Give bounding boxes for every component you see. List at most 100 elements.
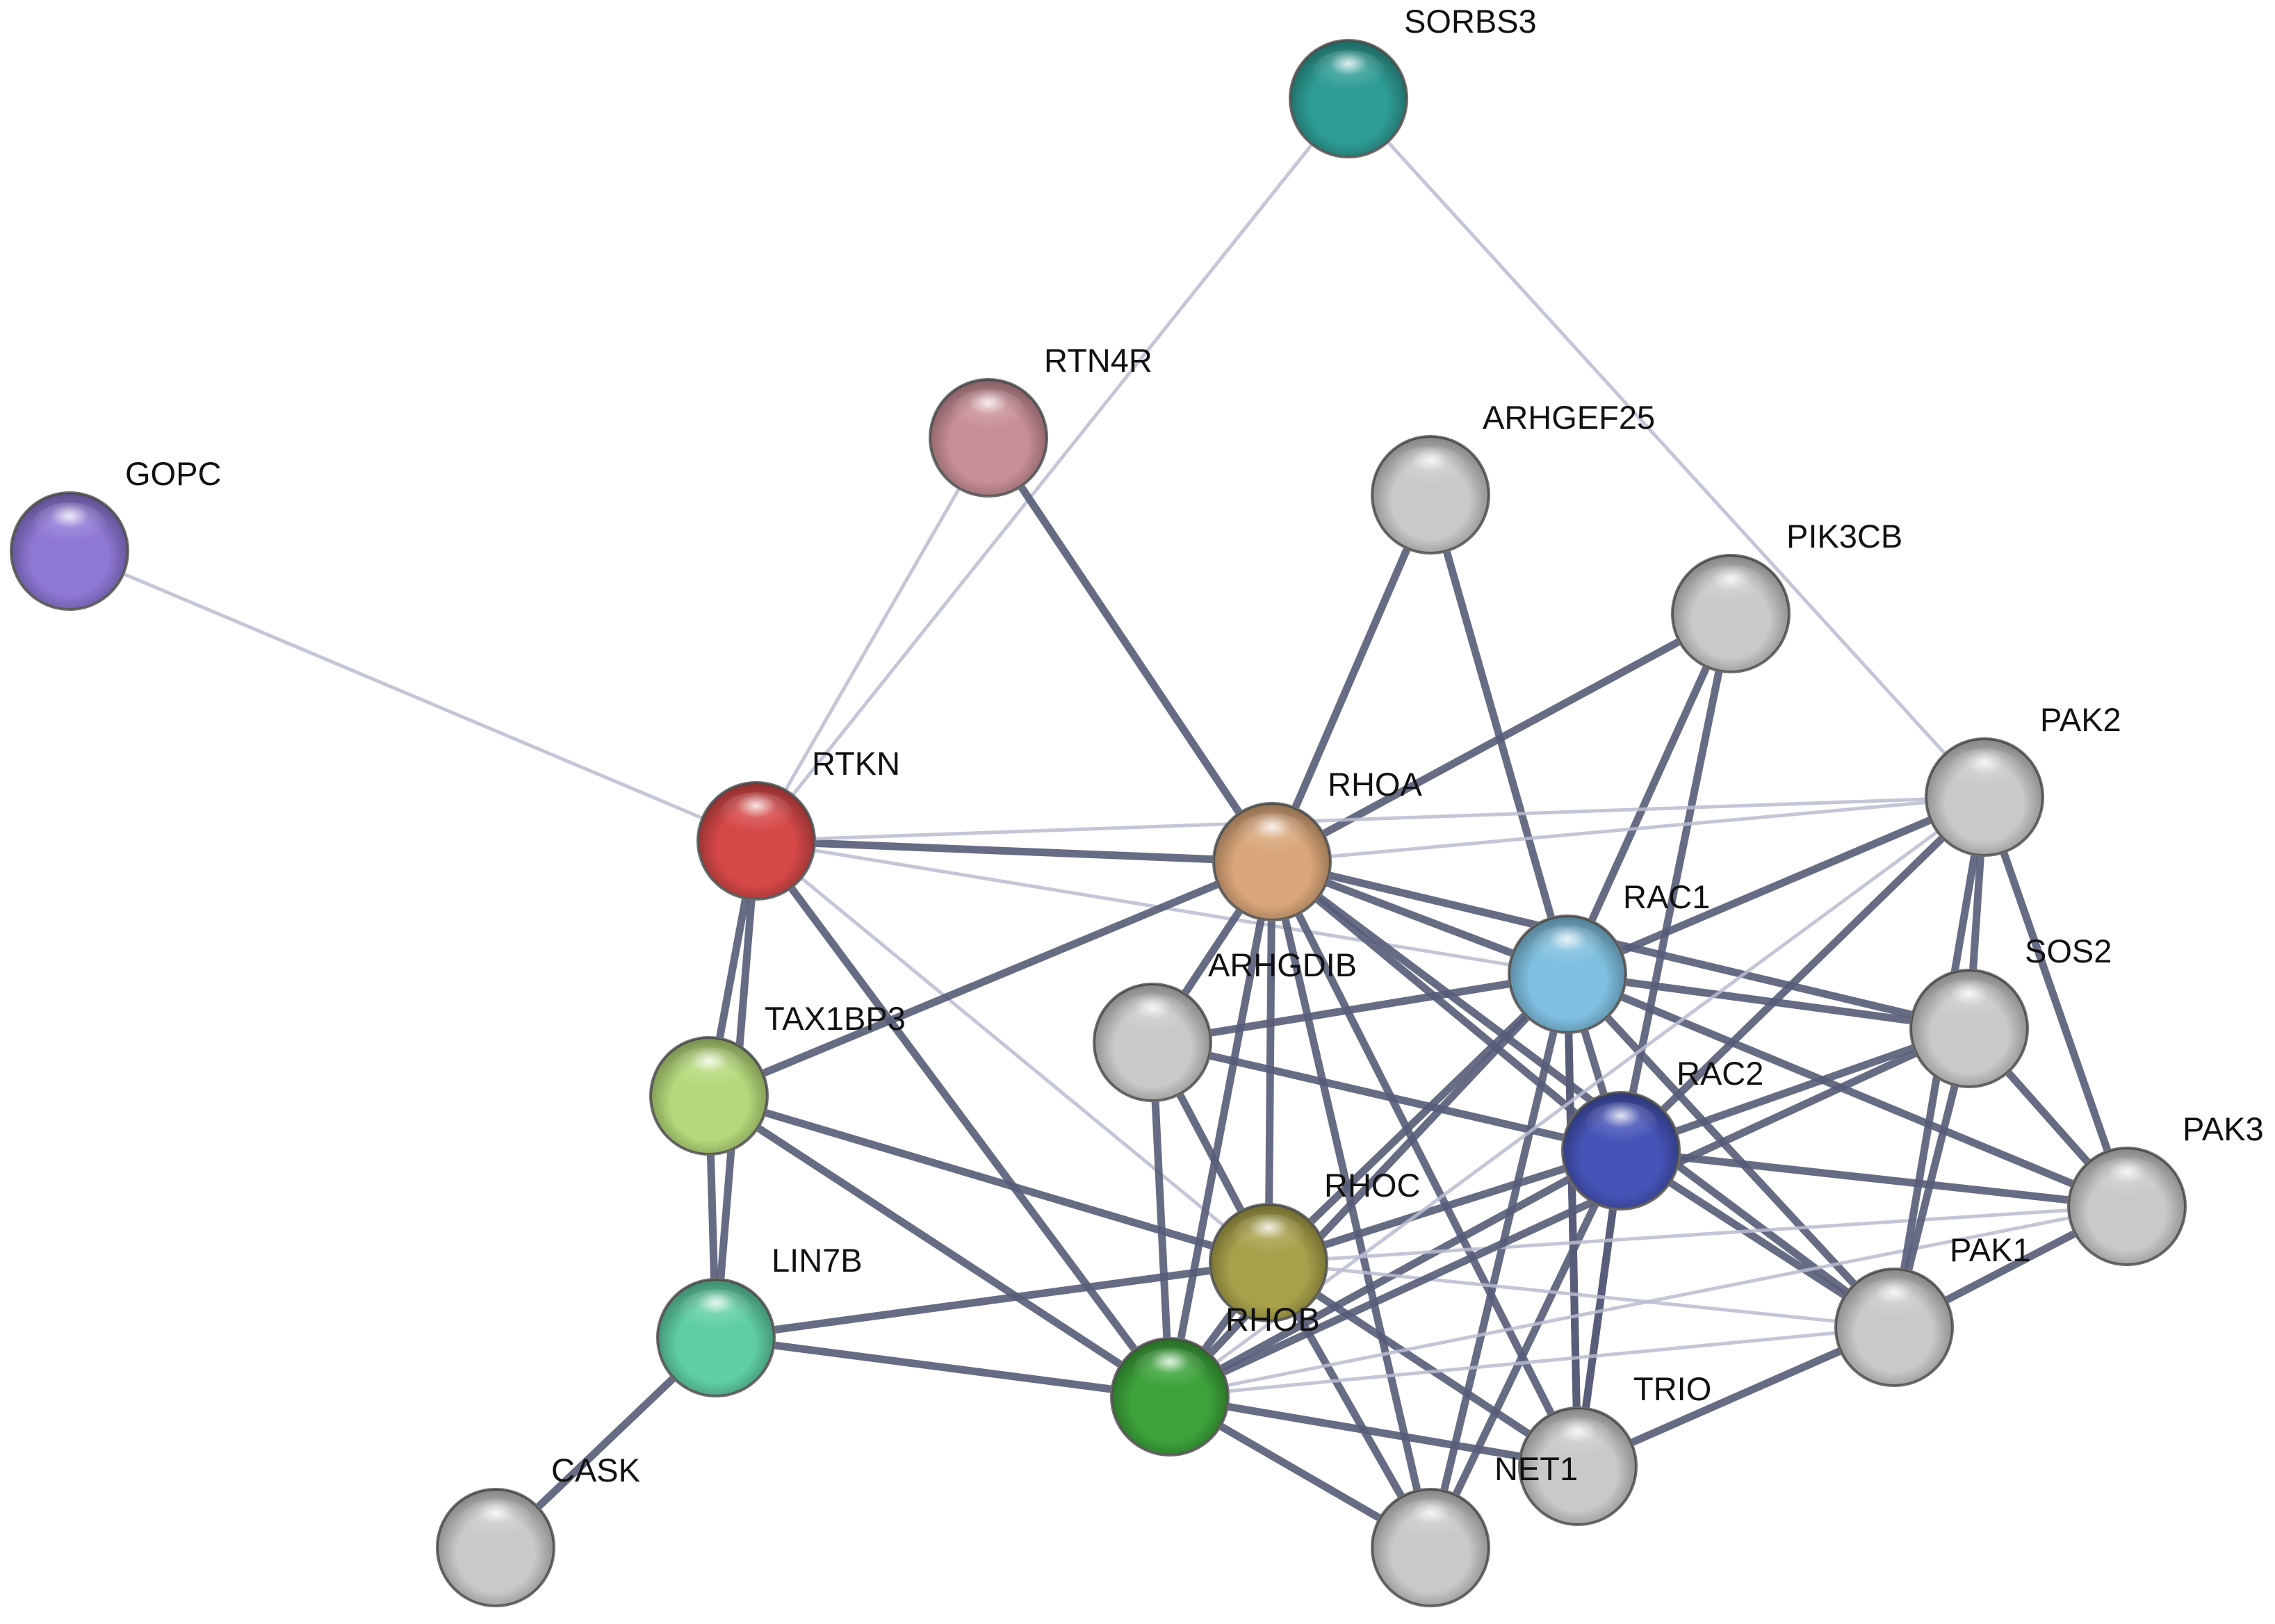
edge-gopc-rtkn	[69, 549, 757, 843]
edge-rac1-pak1	[1564, 971, 1898, 1330]
edge-rtkn-pak2	[756, 795, 1985, 843]
node-highlight	[1694, 565, 1768, 610]
edge-rhoc-net1	[1266, 1259, 1581, 1470]
node-gopc[interactable]: GOPC	[10, 455, 221, 611]
node-highlight	[1531, 926, 1604, 971]
node-label: NET1	[1494, 1450, 1578, 1487]
node-highlight	[679, 1289, 753, 1334]
edge-rac1-arhgdib	[1152, 970, 1568, 1047]
node-label: RTN4R	[1044, 342, 1152, 379]
node-cask[interactable]: CASK	[436, 1452, 640, 1607]
edge-rhoa-rhob	[1166, 860, 1276, 1398]
node-label: PIK3CB	[1786, 518, 1902, 555]
node-arhgdib[interactable]: ARHGDIB	[1093, 946, 1357, 1102]
edge-sorbs3-rtkn	[755, 97, 1350, 842]
node-highlight	[1932, 980, 2006, 1025]
node-rtn4r[interactable]: RTN4R	[929, 342, 1152, 498]
edge-pik3cb-rac1	[1563, 612, 1735, 976]
edge-sorbs3-pak2	[1347, 97, 1986, 798]
node-sos2[interactable]: SOS2	[1909, 933, 2112, 1088]
edge-rtkn-rhoa	[756, 837, 1273, 866]
edge-rtkn-rhoc	[755, 839, 1270, 1264]
edge-rhoa-net1	[1269, 860, 1581, 1468]
node-label: RTKN	[812, 745, 900, 782]
node-highlight	[1394, 1499, 1467, 1544]
node-pak3[interactable]: PAK3	[2067, 1110, 2264, 1266]
node-highlight	[33, 502, 106, 548]
node-sorbs3[interactable]: SORBS3	[1289, 3, 1537, 158]
node-trio[interactable]: TRIO	[1518, 1370, 1711, 1526]
edge-rac1-pak2	[1565, 793, 1987, 978]
node-highlight	[459, 1499, 532, 1544]
node-rac1[interactable]: RAC1	[1508, 878, 1710, 1034]
node-label: RAC1	[1623, 878, 1710, 915]
node-arhgef25[interactable]: ARHGEF25	[1371, 399, 1655, 555]
edge-rac2-pak3	[1620, 1147, 2128, 1211]
node-arhgef-bottom[interactable]	[1371, 1488, 1490, 1607]
edge-rac2-rhob	[1168, 1147, 1623, 1400]
edge-rac2-arhgdib	[1151, 1038, 1622, 1155]
edge-rhoa-pak2	[1271, 795, 1985, 864]
edge-rac1-sos2	[1567, 970, 1970, 1033]
edge-rhoa-sos2	[1271, 858, 1971, 1033]
node-pik3cb[interactable]: PIK3CB	[1671, 518, 1902, 673]
edge-tax1bp3-rhoa	[707, 858, 1274, 1100]
edge-arhgef25-rhoa	[1268, 493, 1435, 864]
node-highlight	[1541, 1418, 1615, 1463]
edge-rac2-rhoc	[1267, 1147, 1622, 1267]
node-rhoc[interactable]: RHOC	[1209, 1167, 1420, 1322]
node-highlight	[952, 389, 1025, 434]
node-rhoa[interactable]: RHOA	[1212, 766, 1422, 921]
edge-rtn4r-rtkn	[754, 436, 990, 842]
node-rtkn[interactable]: RTKN	[696, 745, 900, 901]
node-highlight	[719, 792, 793, 837]
edge-rtkn-rhob	[753, 838, 1173, 1400]
node-highlight	[1394, 446, 1467, 491]
edge-rhoc-pak3	[1268, 1204, 2128, 1265]
node-label: RAC2	[1677, 1055, 1763, 1092]
node-label: RHOA	[1328, 766, 1422, 803]
edge-lin7b-rhob	[715, 1334, 1171, 1401]
edge-pak2-pak3	[1980, 796, 2131, 1208]
node-label: ARHGEF25	[1483, 399, 1655, 436]
node-label: LIN7B	[772, 1242, 863, 1279]
edge-rhoc-pak1	[1268, 1261, 1895, 1329]
node-highlight	[1133, 1348, 1207, 1393]
node-label: TAX1BP3	[765, 1000, 906, 1037]
edge-rac1-arhgef_bottom	[1426, 973, 1572, 1549]
node-label: ARHGDIB	[1208, 946, 1357, 983]
edge-rac1-pak3	[1565, 970, 2129, 1211]
node-tax1bp3[interactable]: TAX1BP3	[649, 1000, 906, 1156]
node-highlight	[1948, 748, 2021, 794]
edge-rac2-sos2	[1620, 1024, 1971, 1155]
node-lin7b[interactable]: LIN7B	[656, 1242, 863, 1397]
node-rhob[interactable]: RHOB	[1110, 1301, 1320, 1457]
edges-layer	[69, 97, 2131, 1551]
node-label: SORBS3	[1404, 3, 1537, 40]
node-highlight	[1857, 1279, 1931, 1324]
node-label: PAK2	[2040, 701, 2121, 738]
edge-rtn4r-rhoa	[985, 435, 1275, 864]
node-label: SOS2	[2025, 933, 2112, 969]
node-label: TRIO	[1633, 1370, 1711, 1407]
node-label: PAK3	[2183, 1110, 2264, 1147]
edge-rhob-pak3	[1169, 1204, 2128, 1399]
edge-pik3cb-rhoa	[1270, 610, 1733, 865]
edge-rac2-pak2	[1618, 794, 1987, 1154]
node-label: GOPC	[125, 455, 221, 492]
edge-rhob-net1	[1169, 1393, 1579, 1470]
edge-rac1-trio	[1563, 974, 1582, 1467]
edge-rac2-arhgef_bottom	[1427, 1149, 1624, 1550]
edge-rhob-sos2	[1168, 1025, 1971, 1400]
node-net1[interactable]: NET1	[1494, 1450, 1578, 1487]
node-highlight	[1235, 813, 1309, 858]
node-label: CASK	[551, 1452, 640, 1488]
node-highlight	[1312, 50, 1385, 95]
node-rac2[interactable]: RAC2	[1561, 1055, 1763, 1211]
edge-tax1bp3-rhob	[706, 1092, 1173, 1400]
edge-rhob-pak1	[1169, 1325, 1895, 1399]
node-pak1[interactable]: PAK1	[1834, 1231, 2031, 1387]
node-pak2[interactable]: PAK2	[1925, 701, 2121, 857]
